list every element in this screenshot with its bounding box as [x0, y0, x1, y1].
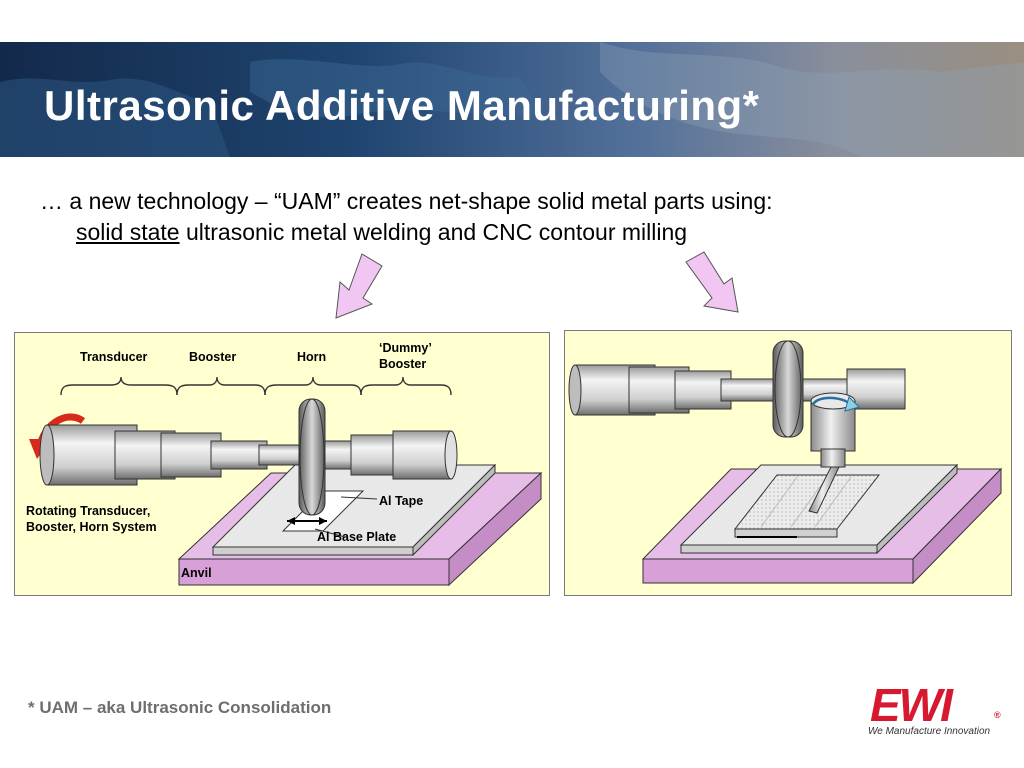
cnc-milling-diagram — [564, 330, 1012, 596]
page-title: Ultrasonic Additive Manufacturing* — [44, 82, 760, 129]
intro-line-2-rest: ultrasonic metal welding and CNC contour… — [179, 219, 688, 245]
arrow-to-welding-icon — [335, 253, 383, 319]
label-transducer: Transducer — [80, 350, 148, 364]
world-map-background — [0, 42, 1024, 157]
label-al-tape: Al Tape — [379, 494, 424, 508]
label-dummy-booster-line-1: ‘Dummy’ — [379, 341, 432, 355]
label-horn: Horn — [297, 350, 327, 364]
ultrasonic-welding-diagram: Transducer Booster Horn ‘Dummy’ Booster … — [14, 332, 550, 596]
logo-tagline: We Manufacture Innovation — [868, 726, 991, 737]
welding-machine-drawing — [29, 376, 543, 587]
arrow-to-milling-icon — [685, 251, 739, 313]
label-rotating-line-1: Rotating Transducer, — [26, 504, 151, 518]
milling-machine-drawing — [568, 340, 1003, 585]
label-dummy-booster-line-2: Booster — [379, 357, 427, 371]
intro-line-1: … a new technology – “UAM” creates net-s… — [40, 188, 773, 214]
label-rotating-line-2: Booster, Horn System — [26, 520, 157, 534]
title-banner — [0, 42, 1024, 157]
label-booster: Booster — [189, 350, 237, 364]
label-al-base-plate: Al Base Plate — [317, 530, 397, 544]
label-anvil: Anvil — [181, 566, 212, 580]
solid-state-underlined: solid state — [76, 219, 180, 245]
footnote: * UAM – aka Ultrasonic Consolidation — [28, 698, 332, 717]
ewi-logo-mark: EWI — [870, 679, 953, 731]
registered-mark: ® — [994, 710, 1001, 720]
ewi-logo[interactable]: EWI ® We Manufacture Innovation — [866, 679, 1006, 740]
intro-text: … a new technology – “UAM” creates net-s… — [40, 186, 1000, 248]
intro-line-2: solid state ultrasonic metal welding and… — [40, 217, 1000, 248]
